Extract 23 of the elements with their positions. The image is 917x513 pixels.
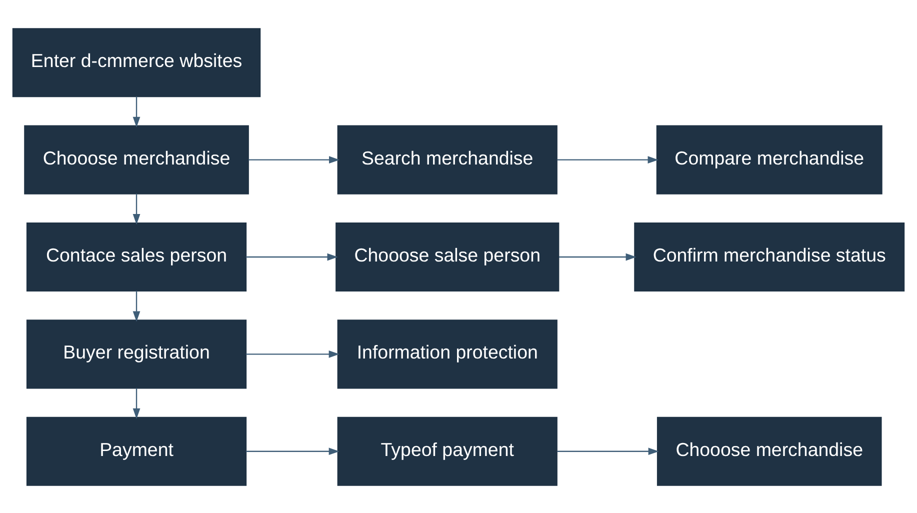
node-box: Chooose merchandise <box>24 124 249 194</box>
node-box: Chooose salse person <box>336 222 560 292</box>
arrow <box>559 252 636 260</box>
node-box: Contace sales person <box>26 222 247 292</box>
arrow <box>248 156 340 164</box>
node-box: Payment <box>26 416 247 486</box>
node-box: Confirm merchandise status <box>634 222 905 292</box>
arrow <box>132 96 140 127</box>
node-box: Compare merchandise <box>656 124 882 194</box>
arrow <box>246 447 340 455</box>
arrow <box>132 388 140 418</box>
node-box: Chooose merchandise <box>656 416 882 486</box>
arrow <box>246 252 338 260</box>
arrow <box>557 156 658 164</box>
arrow <box>557 447 659 455</box>
node-box: Enter d-cmmerce wbsites <box>12 28 261 97</box>
arrow <box>132 193 140 224</box>
node-box: Information protection <box>337 319 558 388</box>
node-box: Typeof payment <box>337 416 558 486</box>
node-box: Search merchandise <box>337 124 558 194</box>
arrow <box>132 290 140 322</box>
node-box: Buyer registration <box>26 319 247 388</box>
arrow <box>246 350 340 358</box>
